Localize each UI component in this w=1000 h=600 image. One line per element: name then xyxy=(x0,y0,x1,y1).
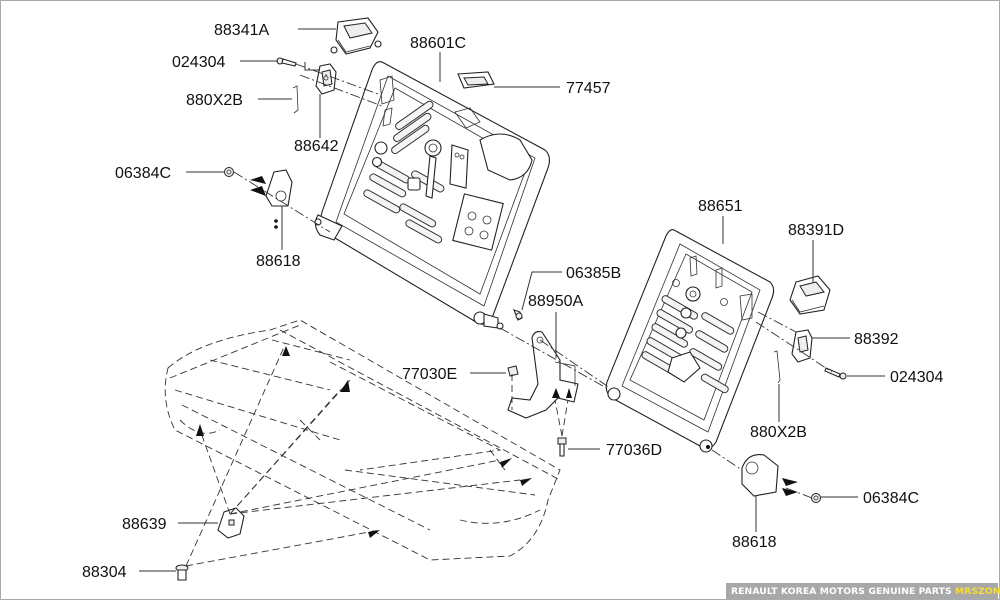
label-880X2B-top[interactable]: 880X2B xyxy=(186,92,243,109)
label-880X2B-right[interactable]: 880X2B xyxy=(750,424,807,441)
part-labels: 88341A 024304 880X2B 88642 88601C 77457 … xyxy=(82,22,943,581)
label-77036D[interactable]: 77036D xyxy=(606,442,662,459)
part-024304-top[interactable] xyxy=(276,57,297,67)
label-77030E[interactable]: 77030E xyxy=(402,366,457,383)
part-88642[interactable] xyxy=(315,63,337,95)
label-88618-left[interactable]: 88618 xyxy=(256,253,301,270)
part-77457[interactable] xyxy=(457,71,495,89)
label-77457[interactable]: 77457 xyxy=(566,80,611,97)
label-024304-right[interactable]: 024304 xyxy=(890,369,943,386)
label-06384C-left[interactable]: 06384C xyxy=(115,165,171,182)
part-88618-left[interactable] xyxy=(265,169,293,229)
part-06384C-left[interactable] xyxy=(224,167,234,177)
seat-back-frame-right[interactable] xyxy=(605,229,775,453)
label-024304-top[interactable]: 024304 xyxy=(172,54,225,71)
part-88950A[interactable] xyxy=(507,331,579,419)
label-88391D[interactable]: 88391D xyxy=(788,222,844,239)
label-88950A[interactable]: 88950A xyxy=(528,293,583,310)
watermark-label: RENAULT KOREA MOTORS GENUINE PARTS xyxy=(731,585,952,597)
label-88601C[interactable]: 88601C xyxy=(410,35,466,52)
label-88392[interactable]: 88392 xyxy=(854,331,899,348)
part-88304[interactable] xyxy=(175,564,189,581)
assembly-lines xyxy=(185,63,833,567)
part-88391D[interactable] xyxy=(789,275,831,315)
label-88618-right[interactable]: 88618 xyxy=(732,534,777,551)
watermark-text: RENAULT KOREA MOTORS GENUINE PARTS MRSZO… xyxy=(731,586,1000,597)
part-88392[interactable] xyxy=(791,329,813,363)
seat-cushion xyxy=(164,319,561,561)
leader-lines xyxy=(139,28,885,572)
label-88642[interactable]: 88642 xyxy=(294,138,339,155)
part-77030E[interactable] xyxy=(507,365,519,377)
part-880X2B-right[interactable] xyxy=(773,350,781,384)
seat-back-frame-left[interactable] xyxy=(314,61,551,330)
label-88639[interactable]: 88639 xyxy=(122,516,167,533)
part-06385B[interactable] xyxy=(513,309,523,321)
label-88341A[interactable]: 88341A xyxy=(214,22,269,39)
assembly-arrows xyxy=(196,176,798,538)
label-88304[interactable]: 88304 xyxy=(82,564,127,581)
part-77036D[interactable] xyxy=(557,437,567,457)
label-88651[interactable]: 88651 xyxy=(698,198,743,215)
part-880X2B-top[interactable] xyxy=(292,85,299,114)
label-06385B[interactable]: 06385B xyxy=(566,265,621,282)
watermark-banner: RENAULT KOREA MOTORS GENUINE PARTS MRSZO… xyxy=(726,583,1000,599)
label-06384C-right[interactable]: 06384C xyxy=(863,490,919,507)
part-88341A[interactable] xyxy=(330,17,382,55)
part-06384C-right[interactable] xyxy=(811,493,821,503)
watermark-brand: MRSZONE xyxy=(955,585,1000,597)
part-88618-right[interactable] xyxy=(741,453,779,497)
part-024304-right[interactable] xyxy=(824,367,847,380)
part-88639[interactable] xyxy=(217,507,245,539)
